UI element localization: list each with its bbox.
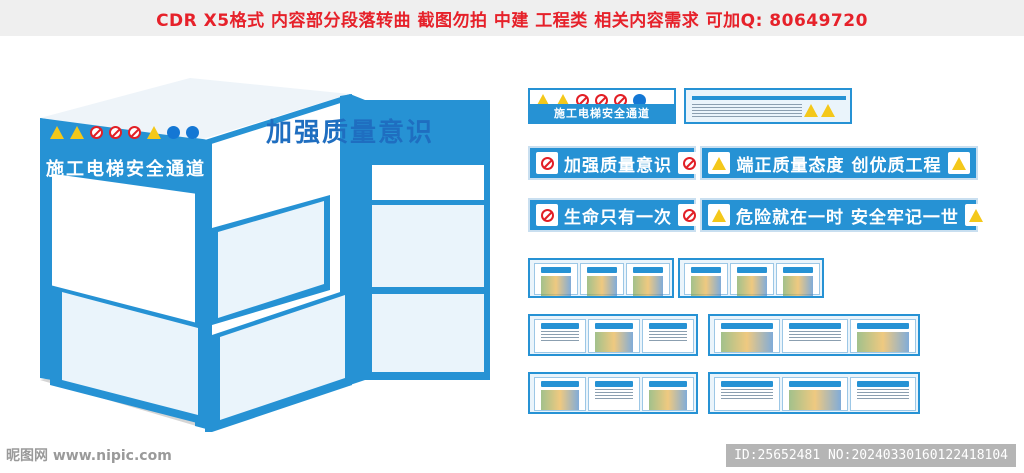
slogan-text: 危险就在一时 安全牢记一世 bbox=[736, 207, 959, 228]
slogan-text: 端正质量态度 创优质工程 bbox=[736, 155, 942, 176]
booth-3d: 施工电梯安全通道 加强质量意识 bbox=[0, 0, 520, 473]
prohibition-icon bbox=[536, 204, 558, 226]
warning-icon bbox=[804, 104, 818, 117]
panel-tile bbox=[588, 377, 640, 411]
panel-tile bbox=[782, 377, 848, 411]
sign-header-rule bbox=[692, 96, 846, 100]
slogan-banner-1: 加强质量意识 bbox=[528, 146, 700, 180]
illustration-panel bbox=[708, 372, 920, 414]
booth-sign-icons bbox=[50, 126, 199, 139]
mandatory-icon bbox=[167, 126, 180, 139]
panel-tile bbox=[714, 377, 780, 411]
header-text: CDR X5格式 内容部分段落转曲 截图勿拍 中建 工程类 相关内容需求 可加Q… bbox=[156, 10, 868, 31]
prohibition-icon bbox=[536, 152, 558, 174]
warning-icon bbox=[948, 152, 970, 174]
illustration-panel bbox=[708, 314, 920, 356]
warning-icon bbox=[964, 204, 987, 226]
illustration-panel bbox=[528, 258, 674, 298]
panel-tile bbox=[534, 263, 578, 296]
panel-tile bbox=[642, 377, 694, 411]
sign-safety-channel: 施工电梯安全通道 bbox=[528, 88, 676, 124]
id-watermark: ID:25652481 NO:20240330160122418104 bbox=[726, 444, 1016, 467]
warning-icon bbox=[50, 126, 64, 139]
illustration-panel bbox=[678, 258, 824, 298]
slogan-banner-2: 端正质量态度 创优质工程 bbox=[700, 146, 978, 180]
header-bar: CDR X5格式 内容部分段落转曲 截图勿拍 中建 工程类 相关内容需求 可加Q… bbox=[0, 0, 1024, 36]
slogan-banner-3: 生命只有一次 bbox=[528, 198, 700, 232]
panel-tile bbox=[776, 263, 820, 296]
panel-tile bbox=[534, 319, 586, 353]
warning-icon bbox=[556, 94, 570, 107]
prohibition-icon bbox=[678, 204, 700, 226]
sign-title: 施工电梯安全通道 bbox=[530, 104, 674, 122]
slogan-text: 加强质量意识 bbox=[564, 155, 672, 176]
prohibition-icon bbox=[109, 126, 122, 139]
warning-icon bbox=[147, 126, 161, 139]
mandatory-icon bbox=[186, 126, 199, 139]
prohibition-icon bbox=[90, 126, 103, 139]
prohibition-icon bbox=[128, 126, 141, 139]
slogan-banner-4: 危险就在一时 安全牢记一世 bbox=[700, 198, 987, 232]
slogan-text: 生命只有一次 bbox=[564, 207, 672, 228]
warning-icon bbox=[708, 152, 730, 174]
panel-tile bbox=[850, 377, 916, 411]
site-watermark: 昵图网 www.nipic.com bbox=[6, 448, 172, 464]
warning-icon bbox=[708, 204, 730, 226]
illustration-panel bbox=[528, 372, 698, 414]
panel-tile bbox=[850, 319, 916, 353]
sign-rules bbox=[684, 88, 852, 124]
panel-tile bbox=[534, 377, 586, 411]
panel-tile bbox=[684, 263, 728, 296]
sign-icon-row bbox=[536, 94, 646, 107]
mandatory-icon bbox=[633, 94, 646, 107]
sign-icon-row bbox=[804, 104, 835, 117]
booth-side-title: 施工电梯安全通道 bbox=[46, 159, 206, 180]
sign-text-lines bbox=[692, 104, 802, 118]
panel-tile bbox=[588, 319, 640, 353]
warning-icon bbox=[70, 126, 84, 139]
warning-icon bbox=[536, 94, 550, 107]
prohibition-icon bbox=[678, 152, 700, 174]
panel-tile bbox=[626, 263, 670, 296]
panel-tile bbox=[714, 319, 780, 353]
panel-tile bbox=[642, 319, 694, 353]
panel-tile bbox=[580, 263, 624, 296]
illustration-panel bbox=[528, 314, 698, 356]
booth-front-title: 加强质量意识 bbox=[266, 118, 435, 148]
panel-tile bbox=[730, 263, 774, 296]
panel-tile bbox=[782, 319, 848, 353]
warning-icon bbox=[821, 104, 835, 117]
booth-structure bbox=[40, 78, 490, 432]
